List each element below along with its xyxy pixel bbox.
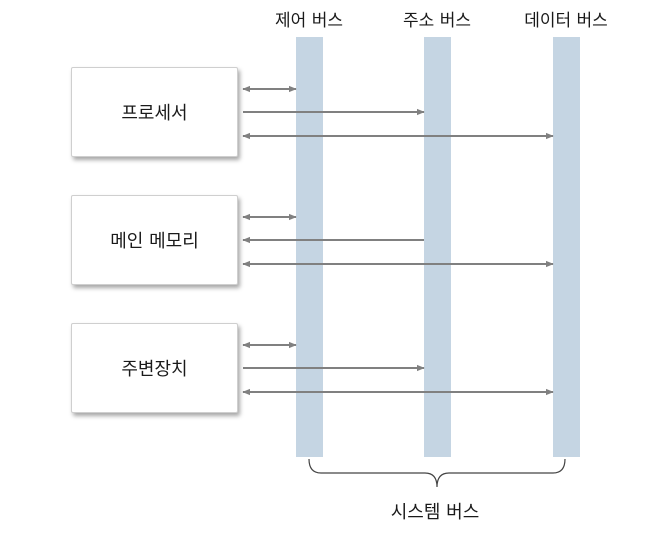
- address-bus-bar: [424, 37, 451, 457]
- peripheral-label: 주변장치: [121, 359, 188, 380]
- bus-bars: [296, 37, 580, 457]
- connector-arrows: [242, 85, 554, 396]
- system-bus-label: 시스템 버스: [390, 502, 480, 523]
- control-bus-bar: [296, 37, 323, 457]
- peripheral-box: 주변장치: [71, 323, 238, 413]
- data-bus-bar: [553, 37, 580, 457]
- system-bus-brace: [308, 458, 566, 488]
- processor-label: 프로세서: [121, 103, 188, 124]
- processor-box: 프로세서: [71, 67, 238, 157]
- control-bus-label: 제어 버스: [275, 11, 343, 31]
- main-memory-label: 메인 메모리: [110, 231, 199, 252]
- address-bus-label: 주소 버스: [403, 11, 471, 31]
- data-bus-label: 데이터 버스: [524, 11, 608, 31]
- main-memory-box: 메인 메모리: [71, 195, 238, 285]
